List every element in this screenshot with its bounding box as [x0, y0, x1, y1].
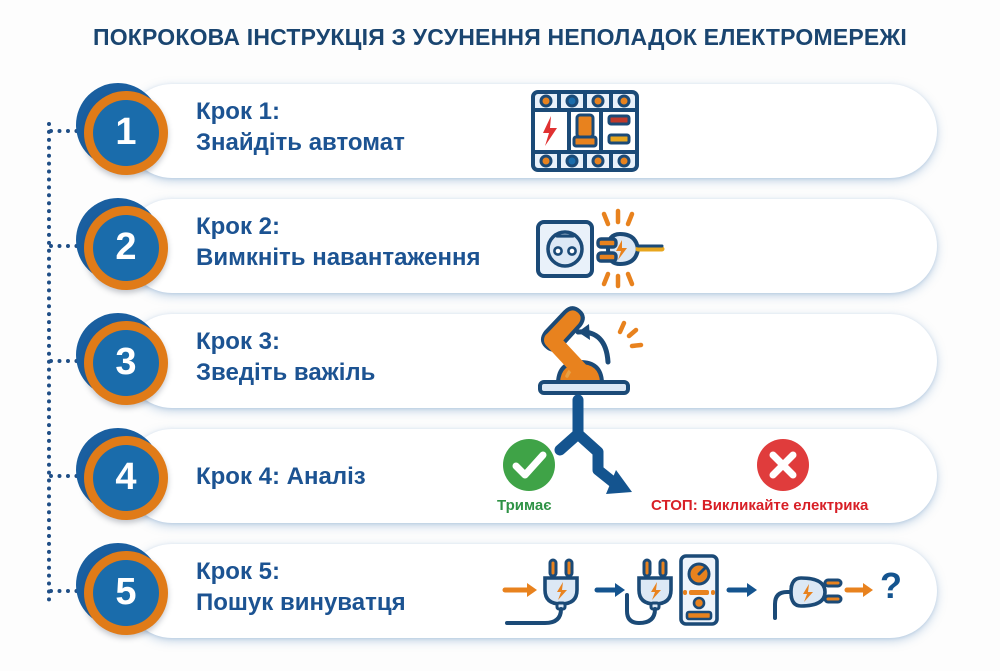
- step-badge-4[interactable]: 4: [76, 428, 168, 520]
- step-badge-2[interactable]: 2: [76, 198, 168, 290]
- step-badge-3[interactable]: 3: [76, 313, 168, 405]
- step-number-5: 5: [115, 571, 137, 613]
- lever-reset-icon: [522, 306, 646, 400]
- badge-inner-2: [93, 215, 159, 281]
- arrow-navy-icon: [726, 583, 757, 597]
- step-desc-3: Зведіть важіль: [196, 359, 376, 387]
- connector-branch-4: [49, 474, 87, 478]
- branch-ok-label: Тримає: [497, 497, 552, 514]
- arrow-orange-icon: [844, 583, 873, 597]
- badge-inner-5: [93, 560, 159, 626]
- step-desc-2: Вимкніть навантаження: [196, 244, 481, 272]
- plug-with-bolt-icon: [505, 558, 579, 625]
- step-text-4: Крок 4: Аналіз: [196, 461, 366, 492]
- step-desc-5: Пошук винуватця: [196, 589, 406, 617]
- step-card-3[interactable]: [125, 314, 937, 408]
- connector-branch-1: [49, 129, 87, 133]
- arrow-orange-icon: [502, 583, 537, 597]
- check-circle-icon: [501, 437, 557, 493]
- appliance-search-sequence-icon: [502, 548, 903, 632]
- step-badge-5[interactable]: 5: [76, 543, 168, 635]
- step-desc-1: Знайдіть автомат: [196, 129, 405, 157]
- circuit-breaker-icon: [525, 88, 645, 174]
- connector-branch-5: [49, 589, 87, 593]
- branch-decision-icon: [552, 394, 682, 508]
- step-badge-1[interactable]: 1: [76, 83, 168, 175]
- connector-branch-3: [49, 359, 87, 363]
- step-title-3: Крок 3:: [196, 328, 280, 355]
- step-title-2: Крок 2:: [196, 213, 280, 240]
- step-text-2: Крок 2: Вимкніть навантаження: [196, 211, 480, 273]
- question-mark-label: ?: [880, 565, 902, 606]
- step-title-4: Крок 4: Аналіз: [196, 463, 366, 490]
- step-text-3: Крок 3: Зведіть важіль: [196, 326, 375, 388]
- branch-stop-label: СТОП: Викликайте електрика: [651, 497, 869, 514]
- arrow-navy-icon: [594, 583, 625, 597]
- plug-and-appliance-icon: [625, 554, 719, 626]
- plug-unplugged-icon: [773, 576, 843, 620]
- step-title-1: Крок 1:: [196, 98, 280, 125]
- x-circle-icon: [755, 437, 811, 493]
- step-text-1: Крок 1: Знайдіть автомат: [196, 96, 405, 158]
- badge-inner-4: [93, 445, 159, 511]
- step-number-2: 2: [115, 226, 137, 268]
- step-number-3: 3: [115, 341, 137, 383]
- step-text-5: Крок 5: Пошук винуватця: [196, 556, 406, 618]
- step-card-2[interactable]: [125, 199, 937, 293]
- connector-branch-2: [49, 244, 87, 248]
- step-number-1: 1: [115, 111, 137, 153]
- badge-inner-1: [93, 100, 159, 166]
- step-number-4: 4: [115, 456, 137, 498]
- page-title: ПОКРОКОВА ІНСТРУКЦІЯ З УСУНЕННЯ НЕПОЛАДО…: [92, 24, 908, 50]
- socket-and-unplugged-plug-icon: [534, 208, 670, 289]
- step-title-5: Крок 5:: [196, 558, 280, 585]
- badge-inner-3: [93, 330, 159, 396]
